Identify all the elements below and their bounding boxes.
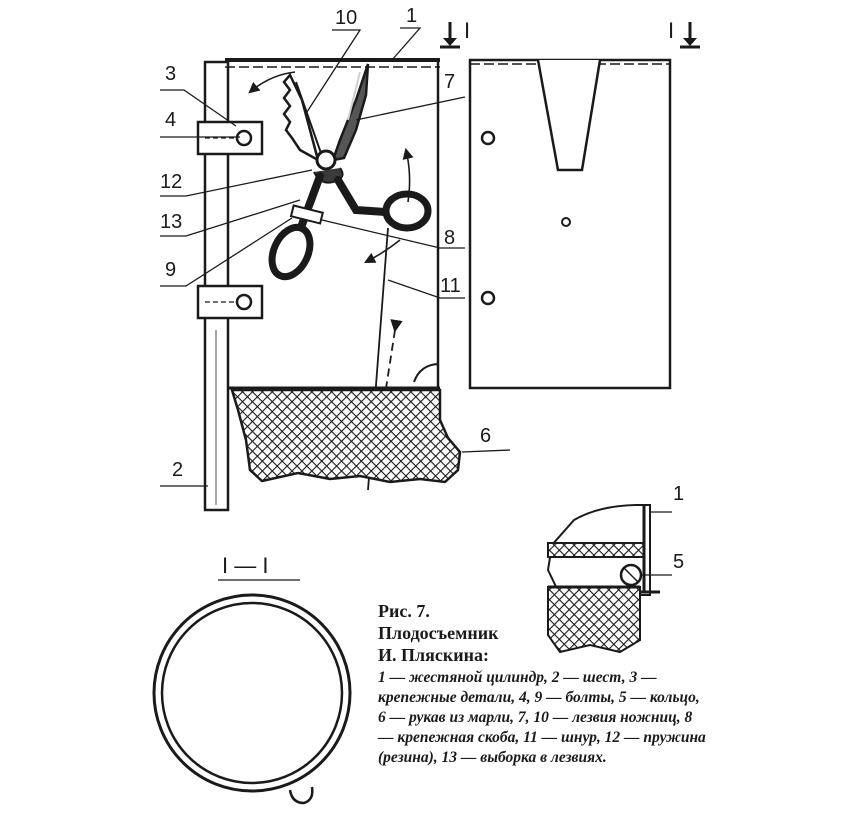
callout-9: 9	[165, 259, 176, 281]
cross-section: I — I	[152, 553, 352, 805]
tin-cylinder-side	[225, 58, 440, 390]
caption-author: И. Пляскина:	[378, 645, 489, 665]
callout-7: 7	[444, 71, 455, 93]
callout-13: 13	[160, 211, 182, 233]
callout-8: 8	[444, 227, 455, 249]
bolt-upper	[196, 120, 264, 156]
motion-arrows	[248, 71, 414, 264]
caption-figure-number: Рис. 7.	[378, 601, 430, 621]
section-marker-left: I	[440, 18, 470, 49]
callout-1: 1	[406, 5, 417, 27]
callout-1-detail: 1	[673, 483, 684, 505]
callout-10: 10	[335, 7, 357, 29]
callout-2: 2	[172, 459, 183, 481]
callout-5: 5	[673, 551, 684, 573]
cross-section-title: I — I	[222, 553, 268, 578]
ring-detail: 1 5	[546, 483, 684, 654]
caption-title: Плодосъемник	[378, 623, 499, 643]
section-marker-right: I	[668, 18, 700, 49]
callout-11: 11	[440, 275, 461, 297]
callout-12: 12	[160, 171, 182, 193]
gauze-sleeve	[230, 388, 462, 484]
callout-6: 6	[480, 425, 491, 447]
callout-3: 3	[165, 63, 176, 85]
scissors	[268, 63, 432, 281]
bolt-lower	[196, 284, 264, 320]
section-label-right: I	[668, 18, 674, 43]
figure-caption: Рис. 7. Плодосъемник И. Пляскина: 1 — же…	[378, 600, 708, 768]
callout-4: 4	[165, 109, 176, 131]
leader-lines	[160, 27, 511, 487]
section-label-left: I	[464, 18, 470, 43]
caption-legend: 1 — жестяной цилиндр, 2 — шест, 3 — креп…	[378, 669, 706, 766]
tin-cylinder-unfolded	[468, 58, 672, 390]
